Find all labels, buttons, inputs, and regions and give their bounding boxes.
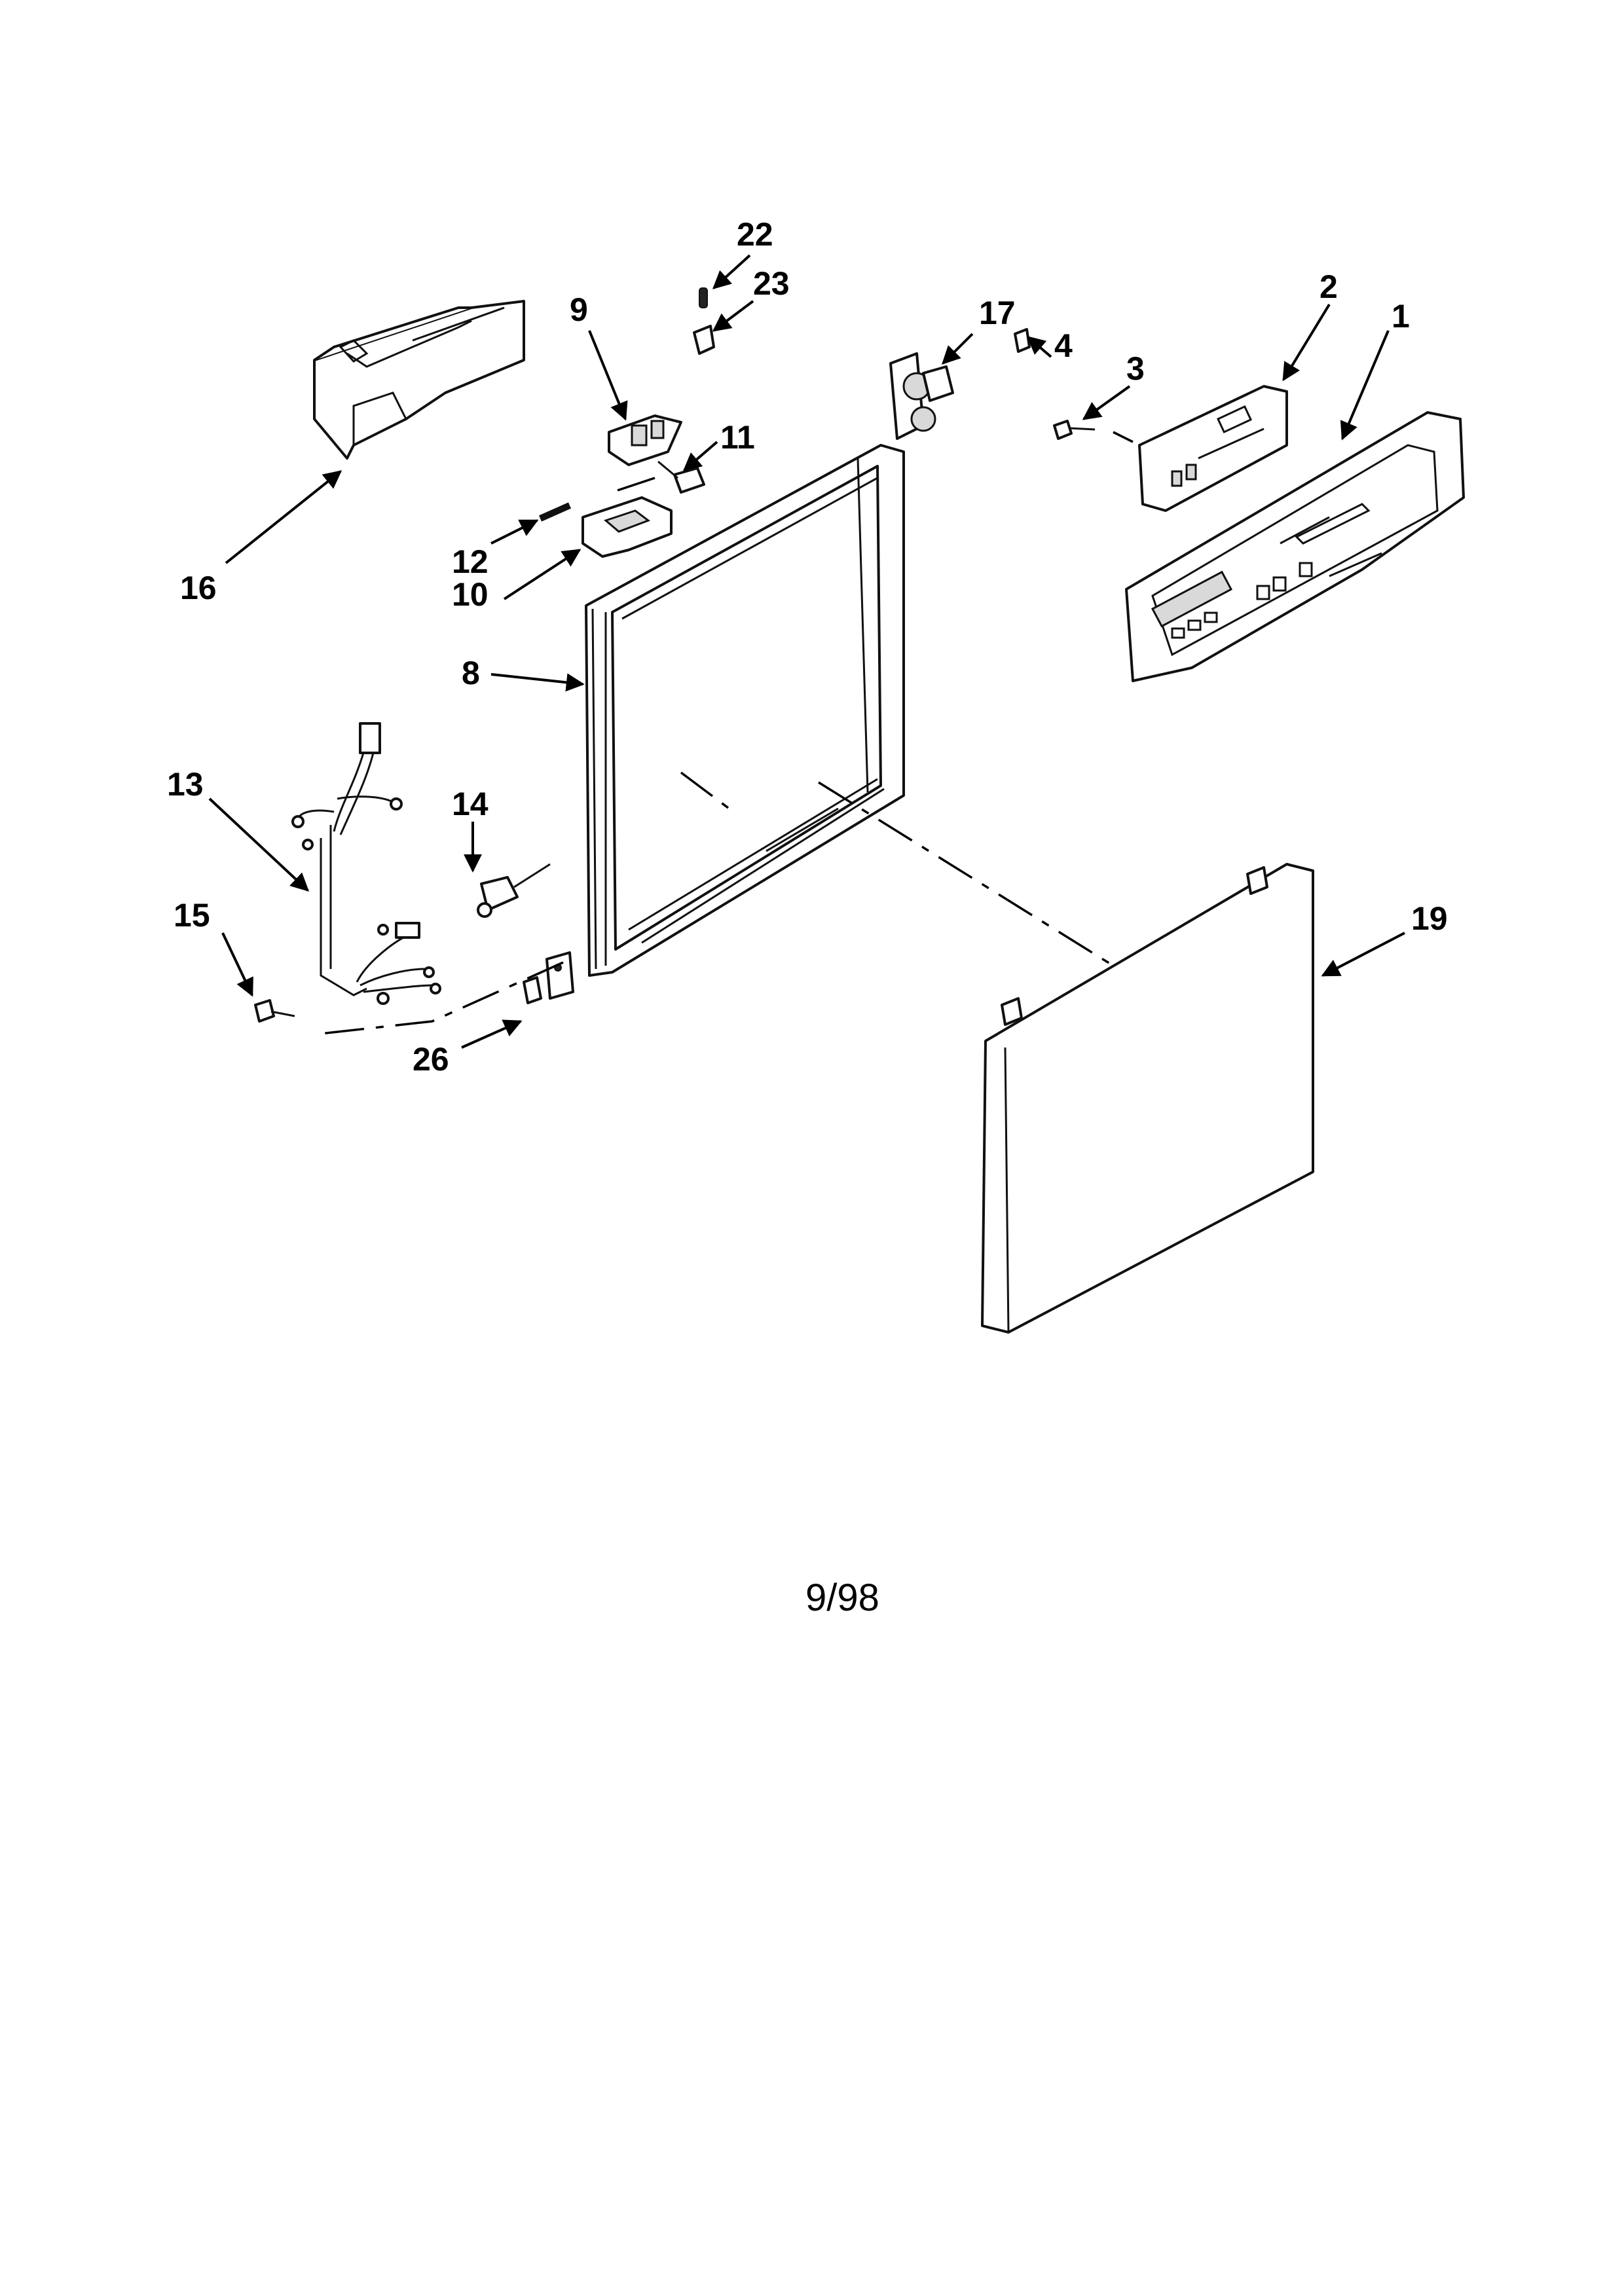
part-17-control — [889, 352, 954, 440]
callout-19: 19 — [1411, 900, 1448, 937]
callout-22: 22 — [737, 216, 773, 253]
part-1-console — [1125, 411, 1465, 682]
callout-15: 15 — [174, 897, 210, 934]
callout-12: 12 — [452, 543, 489, 580]
part-13-wire-harness — [291, 722, 441, 1005]
callout-13: 13 — [167, 766, 204, 803]
callout-14: 14 — [452, 786, 489, 822]
footer-date-code: 9/98 — [805, 1576, 879, 1619]
callout-2: 2 — [1320, 268, 1338, 305]
callout-17: 17 — [979, 295, 1016, 331]
callout-16: 16 — [180, 570, 217, 606]
callout-11: 11 — [720, 419, 755, 456]
callout-26: 26 — [413, 1041, 449, 1078]
callout-8: 8 — [462, 655, 480, 691]
part-12-spring — [538, 502, 572, 522]
part-16-cover — [313, 300, 525, 460]
part-26-clip — [523, 976, 542, 1004]
part-10-strike — [581, 496, 673, 558]
callout-4: 4 — [1054, 327, 1073, 364]
part-14-connector — [477, 863, 551, 918]
leader-lines — [208, 254, 1405, 1049]
part-8-door-frame — [545, 444, 905, 1000]
callout-10: 10 — [452, 576, 489, 613]
part-3-screw — [1053, 420, 1096, 440]
callout-1: 1 — [1392, 298, 1410, 335]
callout-labels: 1 2 3 4 8 9 10 11 12 13 14 15 16 17 19 2… — [167, 216, 1448, 1078]
part-23-clip — [693, 325, 715, 355]
part-15-screw — [254, 999, 295, 1023]
part-4-clip — [1014, 328, 1031, 353]
part-22-spring — [699, 287, 708, 308]
callout-23: 23 — [753, 265, 790, 302]
part-19-door-panel — [981, 863, 1314, 1334]
assembly-lines — [314, 431, 1134, 1036]
part-11-switch — [657, 460, 705, 494]
callout-9: 9 — [570, 291, 588, 328]
callout-3: 3 — [1126, 350, 1145, 387]
part-2-panel-insert — [1138, 385, 1288, 512]
part-9-latch — [608, 414, 682, 466]
